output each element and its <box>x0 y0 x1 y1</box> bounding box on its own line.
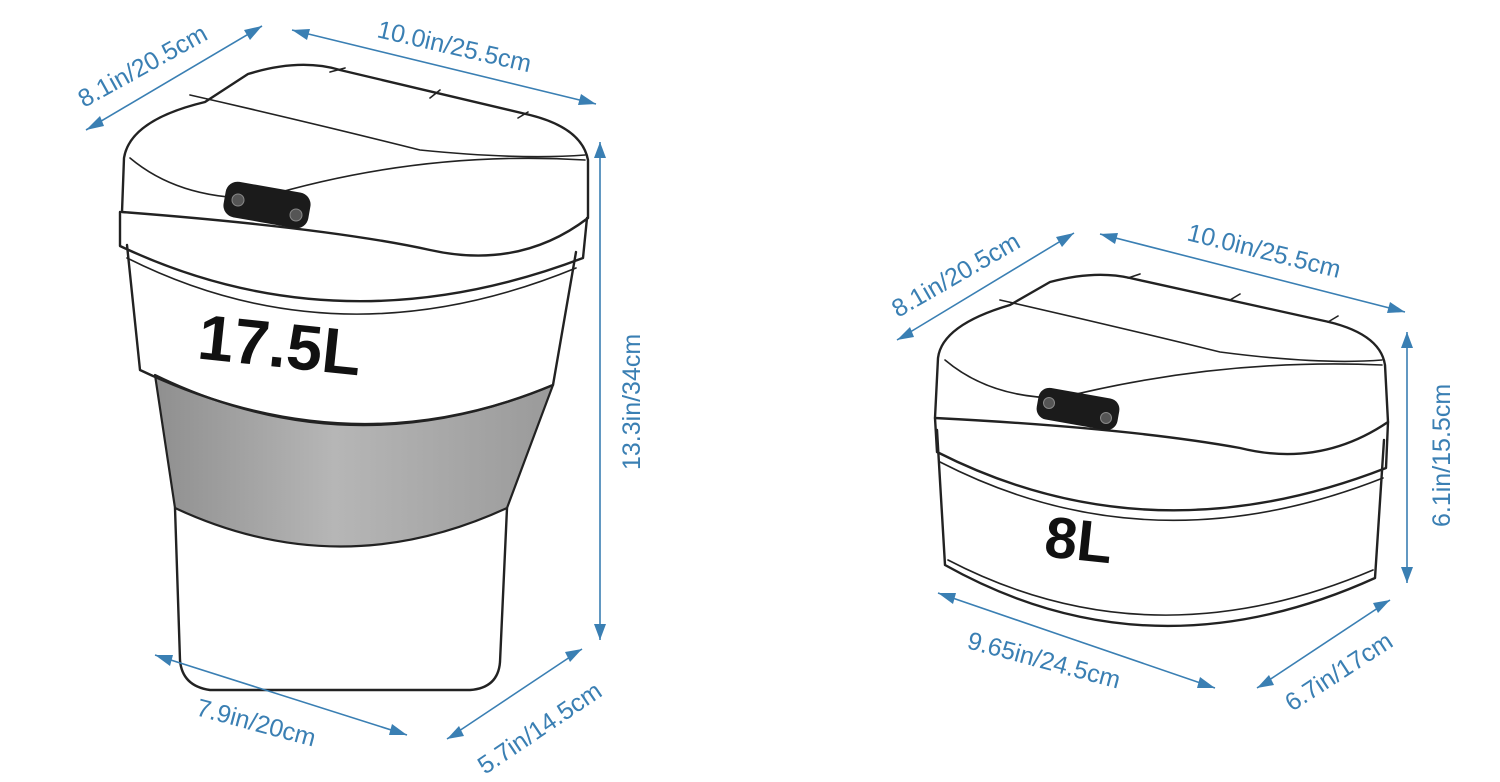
small-bin: 8L <box>933 273 1390 628</box>
large-height-label: 13.3in/34cm <box>618 334 646 470</box>
small-bin-sensor-panel <box>1036 387 1120 431</box>
large-bin: 17.5L <box>118 63 590 692</box>
large-bin-base <box>173 506 509 692</box>
small-depth-bottom-label: 6.7in/17cm <box>1280 627 1398 717</box>
sensor-button-icon <box>1100 412 1112 424</box>
small-width-top-label: 10.0in/25.5cm <box>1185 219 1344 284</box>
large-bin-sensor-panel <box>223 181 311 229</box>
large-depth-bottom-label: 5.7in/14.5cm <box>473 677 607 780</box>
large-bin-capacity: 17.5L <box>195 301 365 390</box>
large-bin-rim <box>118 210 589 303</box>
small-bin-lid <box>933 273 1390 456</box>
small-bin-rim <box>933 416 1390 512</box>
large-bin-upper-body <box>125 243 578 426</box>
small-bin-body <box>935 428 1386 628</box>
large-width-bottom-label: 7.9in/20cm <box>193 694 318 753</box>
small-height-label: 6.1in/15.5cm <box>1428 384 1456 527</box>
sensor-button-icon <box>1043 397 1055 409</box>
small-bin-capacity: 8L <box>1042 505 1116 577</box>
large-bin-lid <box>120 63 590 257</box>
sensor-button-icon <box>289 208 303 222</box>
large-depth-top-label: 8.1in/20.5cm <box>73 19 212 113</box>
sensor-button-icon <box>231 193 245 207</box>
small-width-bottom-label: 9.65in/24.5cm <box>964 627 1123 695</box>
